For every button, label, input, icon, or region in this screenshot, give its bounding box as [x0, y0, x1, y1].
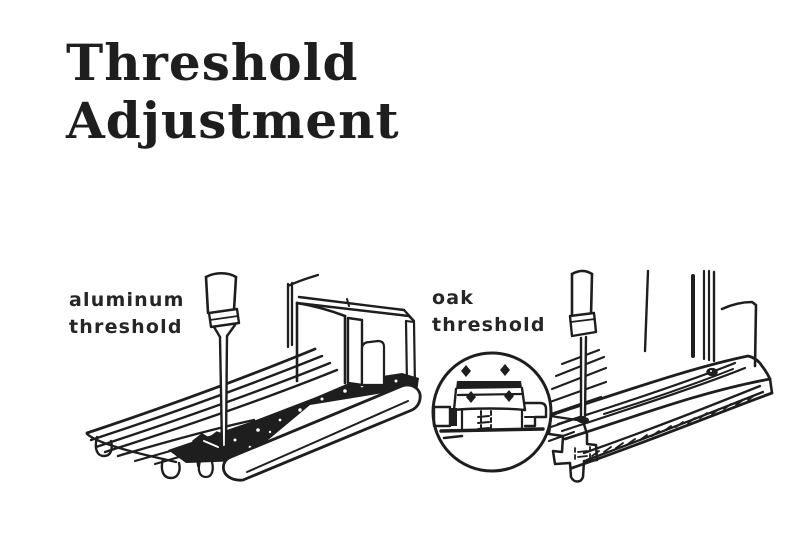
oak-cross-section-inset [431, 351, 553, 473]
screwdriver-icon-left [204, 271, 241, 456]
screwdriver-icon-right [568, 269, 598, 424]
page-title-line2: Adjustment [66, 91, 400, 150]
oak-threshold-body [547, 354, 774, 483]
oak-threshold-label: oak threshold [432, 285, 546, 339]
front-groove-hatching [591, 394, 756, 457]
oak-door-frame [643, 269, 758, 368]
oak-label-line2: threshold [432, 314, 546, 336]
cap-top-band [456, 381, 522, 389]
screwdriver-tip [577, 416, 589, 424]
aluminum-threshold-label: aluminum threshold [69, 287, 185, 341]
page-title-line1: Threshold [66, 33, 359, 92]
oak-threshold-figure [431, 269, 774, 483]
aluminum-adjustment-clip [192, 431, 230, 479]
page-title: Threshold Adjustment [66, 34, 400, 150]
adjustment-diamond-markers [461, 364, 514, 403]
aluminum-label-line2: threshold [69, 316, 183, 338]
aluminum-threshold-figure [85, 271, 422, 482]
aluminum-label-line1: aluminum [69, 289, 185, 311]
aluminum-door-jamb [286, 273, 417, 389]
end-screw-hole [706, 367, 718, 377]
screwdriver-tip [221, 445, 227, 456]
oak-label-line1: oak [432, 287, 475, 309]
